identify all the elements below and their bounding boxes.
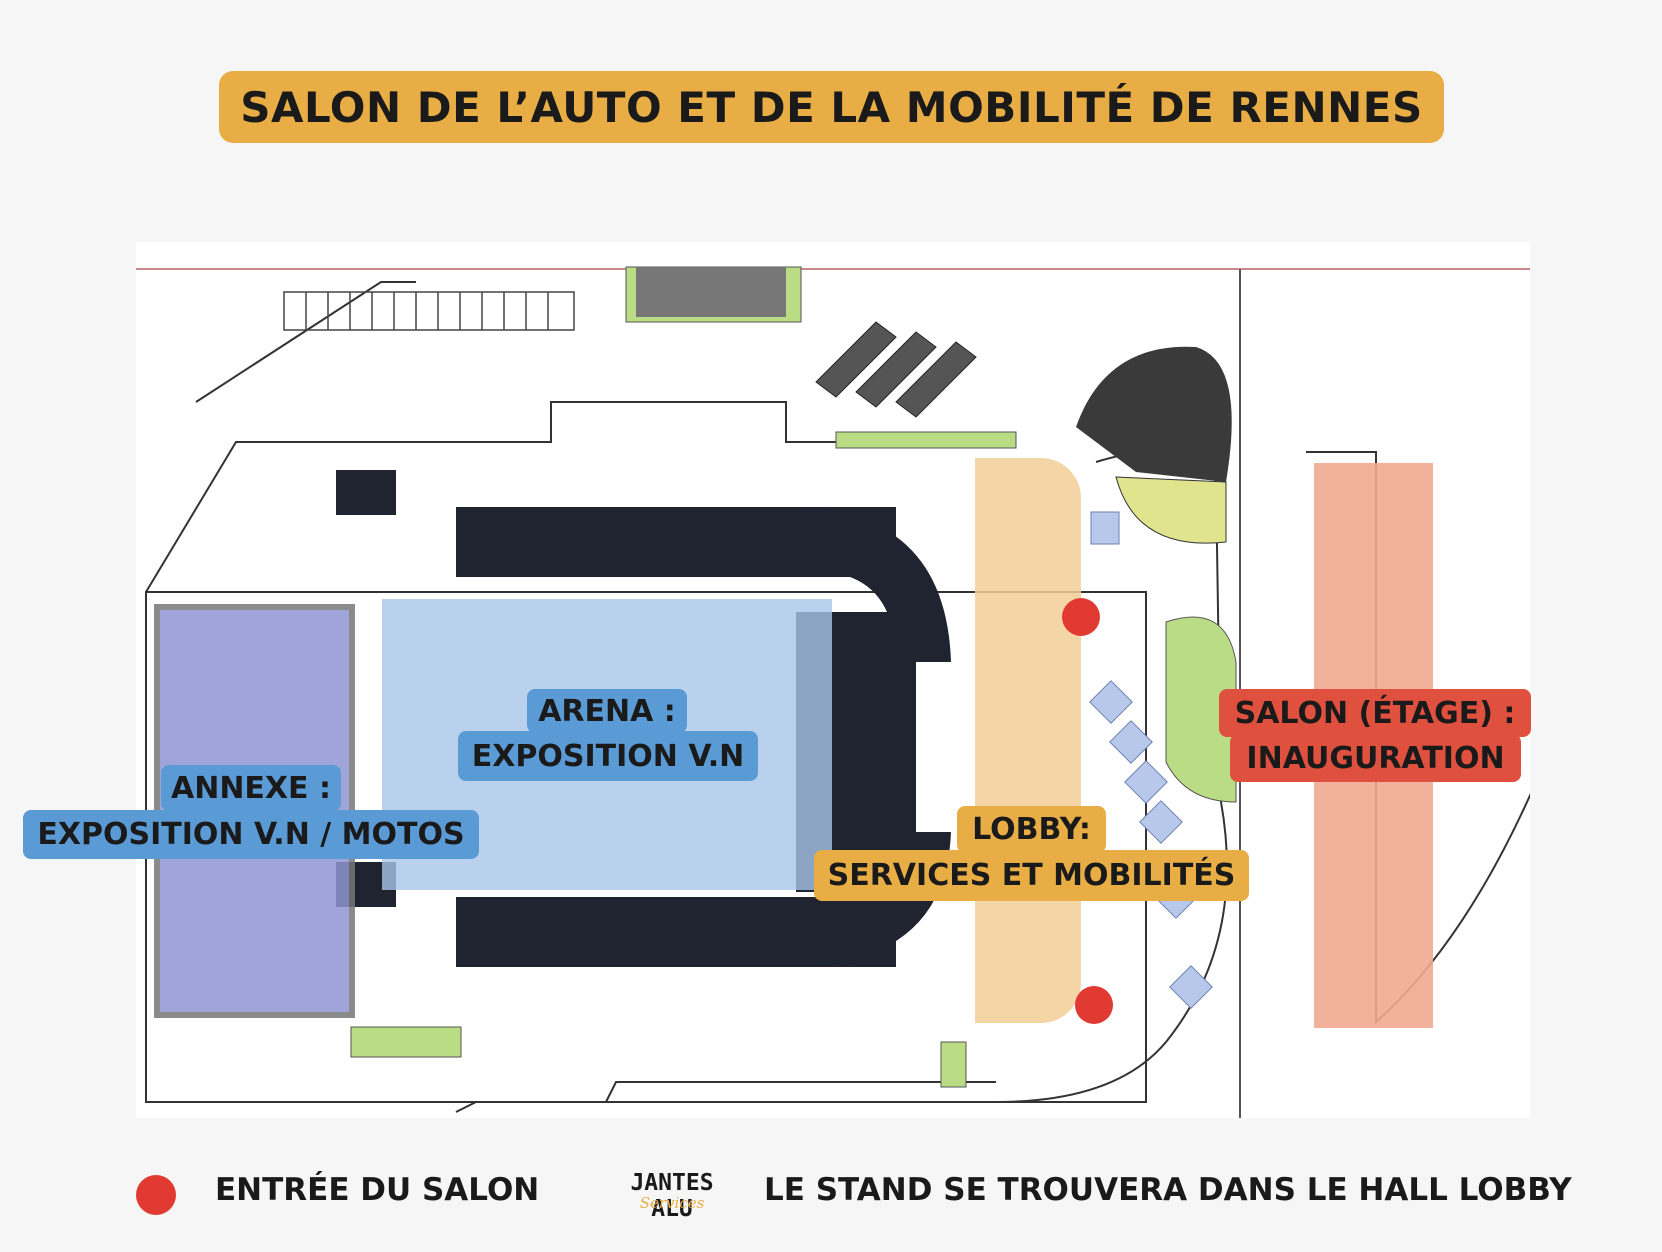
- salon-label-subtitle: INAUGURATION: [1230, 734, 1521, 782]
- entrance-marker-south: [1075, 986, 1113, 1024]
- lobby-zone: [975, 458, 1081, 1023]
- annexe-label-title: ANNEXE :: [161, 765, 341, 811]
- page-title: SALON DE L’AUTO ET DE LA MOBILITÉ DE REN…: [219, 71, 1444, 143]
- salon-label-title: SALON (ÉTAGE) :: [1219, 689, 1531, 737]
- jantes-alu-logo: JANTES ALU Services: [608, 1170, 736, 1222]
- legend-entrance-icon: [136, 1175, 176, 1215]
- logo-tagline: Services: [639, 1194, 705, 1212]
- lobby-label-subtitle: SERVICES ET MOBILITÉS: [814, 850, 1249, 901]
- annexe-label-subtitle: EXPOSITION V.N / MOTOS: [23, 810, 479, 859]
- floor-plan: [136, 242, 1530, 1118]
- logo-wordmark: JANTES ALU: [630, 1170, 714, 1222]
- legend-stand-label: LE STAND SE TROUVERA DANS LE HALL LOBBY: [764, 1172, 1572, 1208]
- entrance-marker-north: [1062, 598, 1100, 636]
- legend-entrance-label: ENTRÉE DU SALON: [215, 1172, 540, 1208]
- arena-label-subtitle: EXPOSITION V.N: [458, 731, 758, 781]
- lobby-label-title: LOBBY:: [957, 806, 1106, 853]
- arena-label-title: ARENA :: [527, 689, 687, 733]
